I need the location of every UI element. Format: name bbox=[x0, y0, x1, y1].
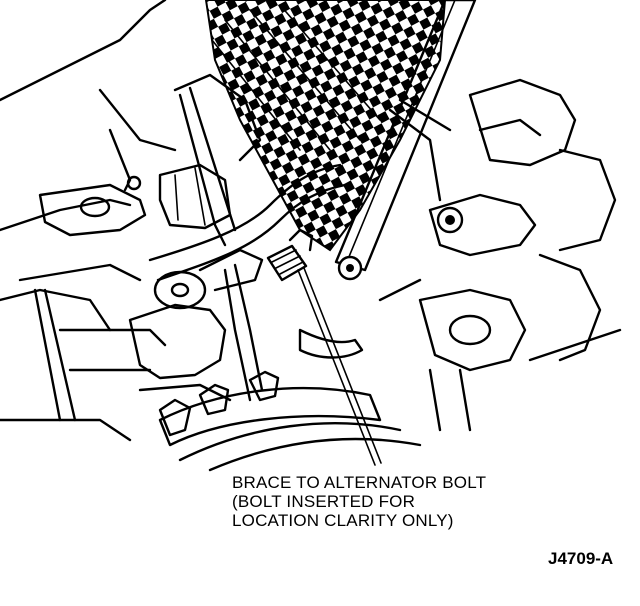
hose bbox=[148, 163, 347, 310]
checkered-fins bbox=[204, 0, 447, 252]
figure-id: J4709-A bbox=[548, 549, 614, 568]
pulley bbox=[158, 263, 422, 472]
callout-label: BRACE TO ALTERNATOR BOLT (BOLT INSERTED … bbox=[232, 473, 572, 530]
right-components bbox=[378, 78, 622, 432]
callout-line-3: LOCATION CLARITY ONLY) bbox=[232, 511, 454, 530]
leader-line bbox=[297, 267, 382, 466]
bolt bbox=[266, 228, 314, 282]
callout-line-1: BRACE TO ALTERNATOR BOLT bbox=[232, 473, 487, 492]
brace-bar bbox=[334, 0, 477, 281]
engine-block bbox=[0, 0, 232, 442]
callout-line-2: (BOLT INSERTED FOR bbox=[232, 492, 416, 511]
hex-fitting bbox=[158, 73, 262, 247]
